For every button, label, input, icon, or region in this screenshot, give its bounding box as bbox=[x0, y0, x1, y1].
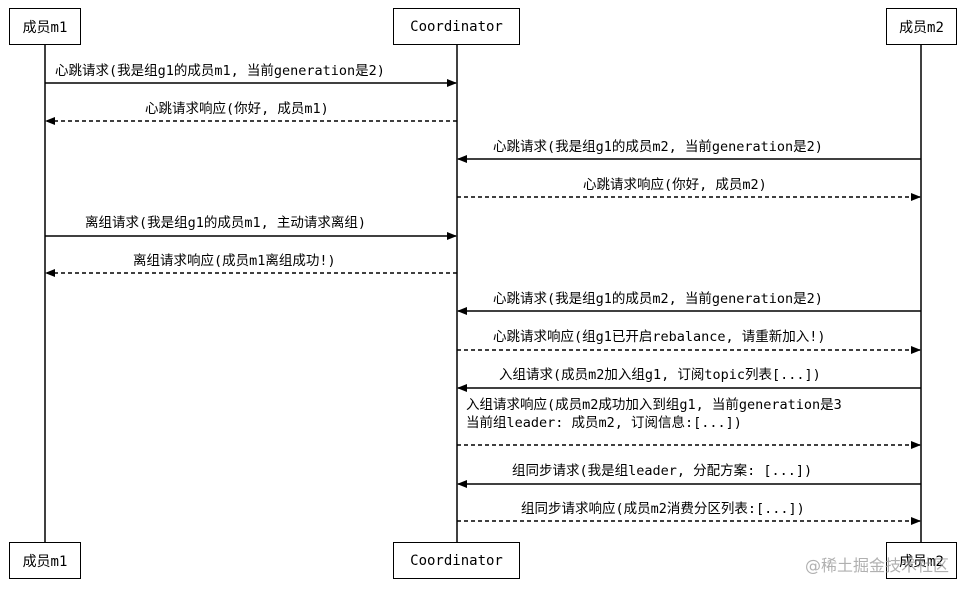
participant-m2-bottom: 成员m2 bbox=[886, 542, 957, 579]
message-label: 入组请求响应(成员m2成功加入到组g1, 当前generation是3 bbox=[466, 397, 842, 413]
message-label: 心跳请求(我是组g1的成员m2, 当前generation是2) bbox=[493, 139, 823, 155]
message-label: 组同步请求(我是组leader, 分配方案: [...]) bbox=[512, 463, 813, 479]
message-label: 心跳请求响应(组g1已开启rebalance, 请重新加入!) bbox=[493, 329, 826, 345]
participant-m1-top: 成员m1 bbox=[9, 8, 81, 45]
message-label: 心跳请求响应(你好, 成员m2) bbox=[583, 177, 767, 193]
message-label-line2: 当前组leader: 成员m2, 订阅信息:[...]) bbox=[466, 415, 742, 431]
participant-coordinator-bottom: Coordinator bbox=[393, 542, 520, 579]
participant-coordinator-top: Coordinator bbox=[393, 8, 520, 45]
message-label: 心跳请求(我是组g1的成员m2, 当前generation是2) bbox=[493, 291, 823, 307]
participant-m2-top: 成员m2 bbox=[886, 8, 957, 45]
message-label: 心跳请求响应(你好, 成员m1) bbox=[145, 101, 329, 117]
message-label: 组同步请求响应(成员m2消费分区列表:[...]) bbox=[521, 501, 805, 517]
participant-m1-bottom: 成员m1 bbox=[9, 542, 81, 579]
message-label: 入组请求(成员m2加入组g1, 订阅topic列表[...]) bbox=[499, 367, 821, 383]
message-label: 心跳请求(我是组g1的成员m1, 当前generation是2) bbox=[55, 63, 385, 79]
message-label: 离组请求响应(成员m1离组成功!) bbox=[133, 253, 336, 269]
message-label: 离组请求(我是组g1的成员m1, 主动请求离组) bbox=[85, 215, 367, 231]
watermark: @稀土掘金技术社区 bbox=[804, 556, 949, 575]
